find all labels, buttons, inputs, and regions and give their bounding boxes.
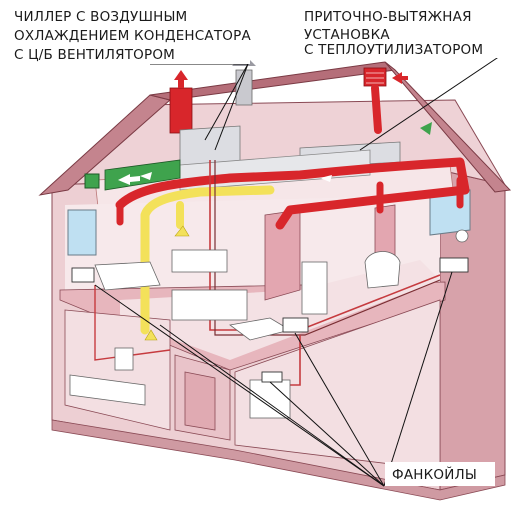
rooftop-equipment [169, 48, 408, 134]
ventilation-label-line-1: ПРИТОЧНО-ВЫТЯЖНАЯ [304, 9, 472, 25]
window-attic-small [84, 173, 100, 189]
fancoil-kitchen [282, 317, 309, 333]
leader-fancoil-5 [294, 332, 385, 487]
leader-lines [94, 55, 502, 487]
boiler [249, 379, 291, 419]
supply-arrow-1 [140, 172, 152, 180]
chiller-label-line-1: ЧИЛЛЕР С ВОЗДУШНЫМ [14, 9, 187, 25]
ground-floor-base [51, 419, 506, 501]
pipe-to-bath [94, 285, 171, 361]
chiller-exhaust-arrow [174, 70, 188, 88]
duct-network [115, 84, 470, 341]
plant [455, 229, 469, 243]
fancoil-boiler-room [261, 371, 283, 383]
red-main-duct [115, 157, 470, 230]
leader-fancoil-2 [159, 324, 385, 487]
kitchen-lower-cabinet [171, 289, 248, 321]
fancoil-living [439, 257, 469, 273]
kitchen-upper-cabinet [171, 249, 228, 273]
door-ground [184, 371, 216, 431]
ventilation-label-line-2: УСТАНОВКА [304, 27, 390, 43]
interior [69, 229, 469, 419]
leader-fancoil-3 [269, 381, 385, 487]
yellow-return-duct [140, 185, 275, 335]
fresh-air-arrow [118, 174, 140, 185]
chiller-stack [169, 87, 193, 134]
red-riser-roof [371, 84, 382, 134]
exhaust-green-arrow [420, 122, 432, 135]
leader-chiller-2 [214, 63, 249, 151]
return-arrow-upper [174, 225, 190, 237]
fridge [301, 261, 328, 315]
fancoils-label: ФАНКОЙЛЫ [392, 465, 477, 483]
labels: ЧИЛЛЕР С ВОЗДУШНЫМ ОХЛАЖДЕНИЕМ КОНДЕНСАТ… [14, 9, 484, 483]
second-floor-interior [65, 195, 440, 300]
ventilation-roof-arrow [392, 72, 408, 84]
bathtub [69, 374, 146, 406]
roof-right [384, 61, 512, 193]
bed [94, 261, 161, 291]
toilet [114, 347, 134, 371]
fancoil-bedroom [71, 267, 95, 283]
ventilation-label-line-3: С ТЕПЛОУТИЛИЗАТОРОМ [304, 42, 483, 58]
chiller-label-line-3: С Ц/Б ВЕНТИЛЯТОРОМ [14, 47, 175, 63]
fresh-air-intake-duct [104, 159, 181, 191]
window-upper-left [67, 209, 97, 256]
floor-upper-surface [120, 260, 440, 360]
leader-fancoil-1 [94, 284, 385, 487]
leader-fancoil-4 [383, 271, 453, 487]
armchair [364, 251, 401, 289]
chiller-label-line-2: ОХЛАЖДЕНИЕМ КОНДЕНСАТОРА [14, 28, 251, 44]
return-arrow-lower [144, 329, 158, 341]
supply-arrow-2 [320, 175, 332, 182]
